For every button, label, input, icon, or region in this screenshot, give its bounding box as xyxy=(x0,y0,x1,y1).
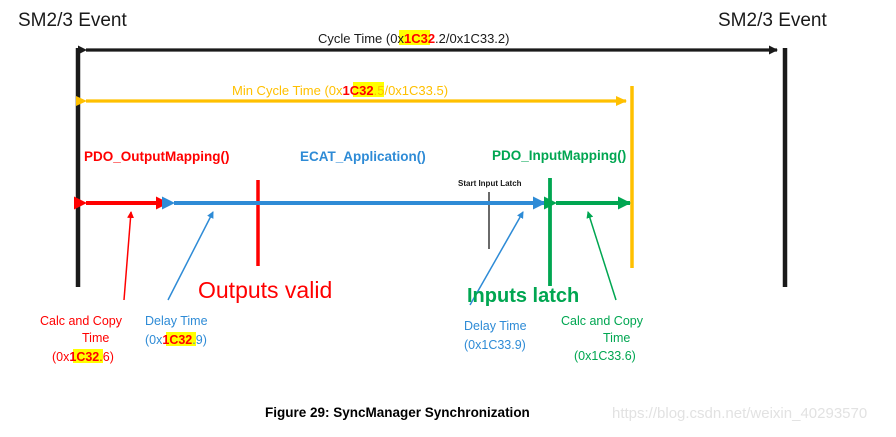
min-cycle-suffix: .5/0x1C33.5) xyxy=(374,83,448,98)
delay-out-line1: Delay Time xyxy=(145,314,208,328)
calc-copy-out-highlight xyxy=(73,349,103,363)
cycle-time-prefix: Cycle Time (0x xyxy=(318,31,404,46)
min-cycle-time-highlight xyxy=(353,82,384,97)
calc-copy-out-line2: Time xyxy=(82,331,109,345)
leader-calc-copy-out xyxy=(123,211,135,301)
delay-in-line1: Delay Time xyxy=(464,319,527,333)
cycle-time-suffix: .2/0x1C33.2) xyxy=(435,31,509,46)
inputs-latch-label: Inputs latch xyxy=(467,285,579,307)
delay-out-line2: (0x1C32.9) xyxy=(145,333,207,347)
leader-delay-out xyxy=(167,211,214,301)
calc-copy-in-line2: Time xyxy=(603,331,630,345)
leader-delay-in xyxy=(469,211,524,306)
min-cycle-prefix: Min Cycle Time (0x xyxy=(232,83,343,98)
svg-text:Min Cycle Time (0x1C32.5/0x1C3: Min Cycle Time (0x1C32.5/0x1C33.5) xyxy=(232,83,448,98)
annotation-calc-copy-output: Calc and Copy Time (0x1C32.6) xyxy=(40,314,123,364)
annotation-delay-output: Delay Time (0x1C32.9) xyxy=(145,314,208,347)
calc-copy-out-line3: (0x1C32.6) xyxy=(52,350,114,364)
cycle-time-highlight xyxy=(399,30,430,45)
watermark: https://blog.csdn.net/weixin_40293570 xyxy=(612,405,867,422)
delay-out-highlight xyxy=(166,332,196,346)
min-cycle-time-label: Min Cycle Time (0x1C32.5/0x1C33.5) xyxy=(232,82,448,98)
annotation-calc-copy-input: Calc and Copy Time (0x1C33.6) xyxy=(561,314,644,363)
cycle-time-label: Cycle Time (0x1C32.2/0x1C33.2) xyxy=(318,30,509,46)
calc-copy-in-line3: (0x1C33.6) xyxy=(574,349,636,363)
cycle-time-index: 1C32 xyxy=(404,31,435,46)
start-input-latch-label: Start Input Latch xyxy=(458,179,522,188)
sm-event-label-left: SM2/3 Event xyxy=(18,10,127,31)
min-cycle-index: 1C32 xyxy=(343,83,374,98)
phase-label-pdo-output-mapping: PDO_OutputMapping() xyxy=(84,149,229,164)
sm-event-label-right: SM2/3 Event xyxy=(718,10,827,31)
phase-label-pdo-input-mapping: PDO_InputMapping() xyxy=(492,148,626,163)
outputs-valid-label: Outputs valid xyxy=(198,277,332,303)
phase-label-ecat-application: ECAT_Application() xyxy=(300,149,426,164)
calc-copy-out-line1: Calc and Copy xyxy=(40,314,123,328)
figure-caption: Figure 29: SyncManager Synchronization xyxy=(265,405,530,420)
annotation-delay-input: Delay Time (0x1C33.9) xyxy=(464,319,527,352)
calc-copy-in-line1: Calc and Copy xyxy=(561,314,644,328)
delay-in-line2: (0x1C33.9) xyxy=(464,338,526,352)
svg-text:Cycle Time (0x1C32.2/0x1C33.2): Cycle Time (0x1C32.2/0x1C33.2) xyxy=(318,31,509,46)
leader-calc-copy-in xyxy=(586,211,617,301)
